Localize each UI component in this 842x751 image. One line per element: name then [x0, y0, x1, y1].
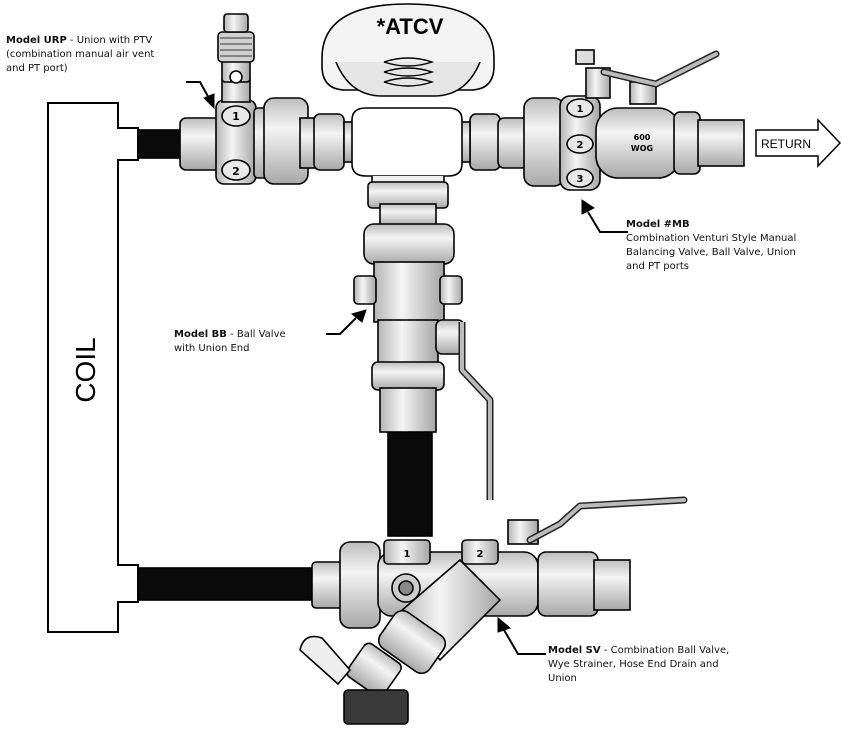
- urp-callout: Model URP - Union with PTV (combination …: [6, 34, 186, 76]
- urp-model: Model URP: [6, 35, 67, 46]
- mb-desc-3: and PT ports: [626, 261, 690, 272]
- urp-arrow: [186, 81, 211, 101]
- bb-desc-2: with Union End: [174, 343, 250, 354]
- bb-model: Model BB: [174, 329, 227, 340]
- svg-text:WOG: WOG: [631, 144, 653, 153]
- vertical-pipe: [387, 431, 433, 537]
- bb-arrow: [326, 317, 357, 335]
- bb-callout: Model BB - Ball Valve with Union End: [174, 328, 324, 356]
- urp-union-ptv: 1 2: [179, 13, 317, 185]
- sv-callout: Model SV - Combination Ball Valve, Wye S…: [548, 644, 748, 686]
- svg-text:1: 1: [404, 549, 411, 560]
- coil-box: [47, 102, 139, 633]
- hex-fitting-right: [469, 113, 501, 171]
- atcv-valve: *ATCV: [321, 3, 495, 227]
- sv-strainer-valve: 1 2: [299, 496, 688, 725]
- sv-desc-2: Wye Strainer, Hose End Drain and: [548, 659, 719, 670]
- urp-desc-3: and PT port): [6, 63, 68, 74]
- sv-model: Model SV: [548, 645, 601, 656]
- urp-desc-1: Union with PTV: [76, 35, 153, 46]
- bb-ball-valve: [353, 223, 494, 500]
- svg-text:1: 1: [232, 110, 240, 123]
- coil-supply-pipe: [137, 129, 185, 159]
- hex-fitting-left: [313, 113, 345, 171]
- return-label: RETURN: [761, 137, 811, 151]
- atcv-label: *ATCV: [377, 14, 444, 39]
- svg-text:1: 1: [577, 104, 584, 115]
- bb-desc-1: Ball Valve: [236, 329, 286, 340]
- sv-desc-1: Combination Ball Valve,: [610, 645, 730, 656]
- mb-callout: Model #MB Combination Venturi Style Manu…: [626, 218, 836, 274]
- mb-balancing-valve: 1 2 3 600 WOG: [497, 49, 745, 191]
- svg-text:2: 2: [477, 549, 484, 560]
- mb-desc-1: Combination Venturi Style Manual: [626, 233, 797, 244]
- coil-label: COIL: [70, 337, 101, 402]
- urp-desc-2: (combination manual air vent: [6, 49, 155, 60]
- sv-desc-3: Union: [548, 673, 577, 684]
- sv-arrow: [503, 629, 546, 655]
- coil-bottom-pipe: [137, 567, 315, 601]
- mb-desc-2: Balancing Valve, Ball Valve, Union: [626, 247, 796, 258]
- mb-arrow: [587, 211, 628, 233]
- mb-model: Model #MB: [626, 219, 690, 230]
- svg-text:3: 3: [577, 174, 584, 185]
- svg-text:600: 600: [634, 133, 651, 142]
- svg-text:2: 2: [232, 165, 240, 178]
- svg-text:2: 2: [577, 140, 584, 151]
- return-arrow: [755, 118, 842, 168]
